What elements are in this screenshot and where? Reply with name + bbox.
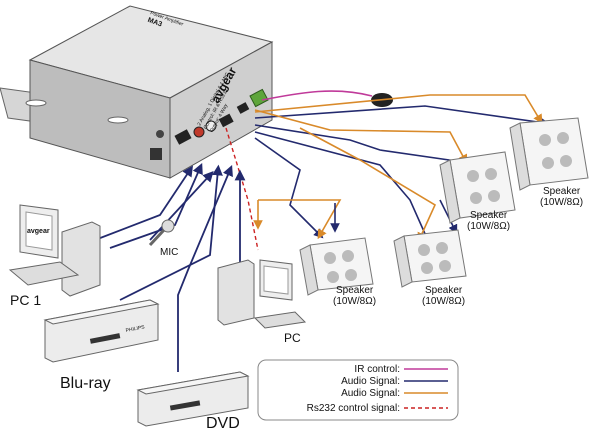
pc1-label: PC 1 — [10, 292, 41, 308]
speaker-3: Speaker (10W/8Ω) — [299, 237, 376, 307]
speaker-3-name: Speaker — [336, 285, 374, 296]
mic-label: MIC — [160, 247, 178, 258]
speaker-4-spec: (10W/8Ω) — [422, 296, 465, 307]
bluray-label: Blu-ray — [60, 375, 111, 392]
bluray-brand: PHILIPS — [125, 324, 146, 334]
speaker-3-spec: (10W/8Ω) — [333, 296, 376, 307]
bluray-device: PHILIPS Blu-ray — [43, 299, 160, 392]
amplifier-top-line-2: MA3 — [147, 17, 163, 29]
pc1-monitor-brand: avgear — [27, 228, 50, 235]
speaker-4-name: Speaker — [425, 285, 463, 296]
mic-device: MIC — [148, 219, 178, 258]
legend-label-audio-1: Audio Signal: — [341, 376, 400, 387]
legend-label-rs232: Rs232 control signal: — [307, 403, 400, 414]
speaker-4: Speaker (10W/8Ω) — [393, 229, 467, 307]
dvd-device: DVD — [136, 371, 250, 430]
legend-box — [257, 359, 459, 421]
pc-device: PC — [217, 259, 307, 345]
legend: IR control: Audio Signal: Audio Signal: … — [257, 359, 459, 421]
dvd-label: DVD — [206, 415, 240, 430]
amplifier-device: avgear 2 Analog, 1 Digital & 1 MIC Contr… — [0, 5, 274, 179]
pc1-device: avgear PC 1 — [8, 204, 101, 308]
legend-label-ir: IR control: — [354, 364, 400, 375]
speaker-cables — [253, 94, 550, 250]
speaker-1-spec: (10W/8Ω) — [540, 197, 583, 208]
pc-label: PC — [284, 331, 301, 345]
speaker-2-spec: (10W/8Ω) — [467, 221, 510, 232]
speaker-1: Speaker (10W/8Ω) — [509, 117, 589, 208]
speaker-2: Speaker (10W/8Ω) — [439, 151, 516, 232]
rs232-line — [225, 127, 259, 251]
legend-label-audio-2: Audio Signal: — [341, 388, 400, 399]
speaker-1-name: Speaker — [543, 186, 581, 197]
source-cables — [94, 163, 246, 372]
speaker-2-name: Speaker — [470, 210, 508, 221]
